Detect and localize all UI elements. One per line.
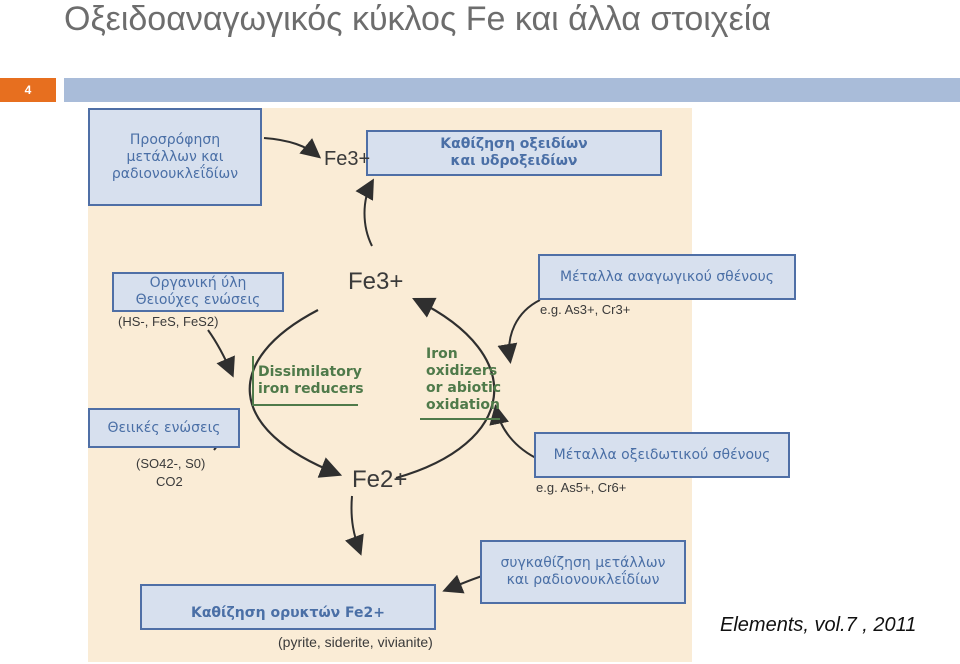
oxidizers-underline	[420, 418, 500, 420]
oxidized-metals-text: Μέταλλα οξειδωτικού σθένους	[553, 446, 771, 463]
coprecipitation-arrow	[442, 574, 483, 594]
fe2-minerals-text: Καθίζηση ορυκτών Fe2+	[190, 605, 386, 621]
fe3-to-oxide-arrow	[355, 178, 374, 247]
adsorption-text: Προσρόφηση μετάλλων και ραδιονουκλεΐδίων	[111, 131, 239, 182]
reduction-arrow	[248, 309, 343, 478]
reduced-metals-text: Μέταλλα αναγωγικού σθένους	[560, 268, 774, 285]
coprecipitation-text: συγκαθίζηση μετάλλων και ραδιονουκλεΐδίω…	[500, 555, 666, 588]
co2-label: CO2	[156, 474, 183, 489]
oxide-deposition-text: Καθίζηση οξειδίων και υδροξειδίων	[440, 136, 588, 169]
reduced-sulfur-label: (HS-, FeS, FeS2)	[118, 314, 219, 329]
coprecipitation-box: συγκαθίζηση μετάλλων και ραδιονουκλεΐδίω…	[480, 540, 686, 604]
oxidizers-line4: oxidation	[426, 397, 500, 413]
eg-reduced-label: e.g. As3+, Cr3+	[540, 302, 631, 317]
oxidizers-line2: oxidizers	[426, 363, 498, 379]
organic-arrow	[207, 329, 235, 378]
page-title: Οξειδοαναγωγικός κύκλος Fe και άλλα στοι…	[64, 0, 771, 38]
adsorption-box: Προσρόφηση μετάλλων και ραδιονουκλεΐδίων	[88, 108, 262, 206]
fe3-top-label: Fe3+	[324, 148, 371, 170]
eg-oxidized-label: e.g. As5+, Cr6+	[536, 480, 627, 495]
reduced-metals-arrow	[497, 299, 541, 364]
dissimilatory-sideline	[252, 356, 254, 404]
sulfur-compounds-box: Θειικές ενώσεις	[88, 408, 240, 448]
oxidized-metals-box: Μέταλλα οξειδωτικού σθένους	[534, 432, 790, 478]
oxidizers-label: Iron oxidizers or abiotic oxidation	[426, 346, 501, 414]
organic-line2: Θειούχες ενώσεις	[135, 292, 261, 308]
reduced-metals-box: Μέταλλα αναγωγικού σθένους	[538, 254, 796, 300]
oxidizers-line3: or abiotic	[426, 380, 502, 396]
fe2-center-label: Fe2+	[352, 466, 408, 493]
minerals-label: (pyrite, siderite, vivianite)	[278, 634, 433, 650]
adsorption-arrow	[263, 137, 322, 159]
fe2-to-minerals-arrow	[345, 495, 364, 556]
dissimilatory-line2: iron reducers	[258, 381, 364, 397]
sulfur-text: Θειικές ενώσεις	[107, 419, 221, 436]
oxidized-metals-arrow	[489, 404, 541, 461]
oxidation-arrow	[395, 297, 496, 480]
oxidizers-line1: Iron	[426, 346, 458, 362]
header-bar	[64, 78, 960, 102]
organic-matter-box: Οργανική ύλη Θειούχες ενώσεις	[112, 272, 284, 312]
fe3-center-label: Fe3+	[348, 268, 404, 295]
citation: Elements, vol.7 , 2011	[720, 614, 917, 636]
slide-number: 4	[0, 78, 56, 102]
dissimilatory-underline	[252, 404, 358, 406]
fe2-minerals-box: Καθίζηση ορυκτών Fe2+	[140, 584, 436, 630]
dissimilatory-line1: Dissimilatory	[258, 364, 362, 380]
dissimilatory-label: Dissimilatory iron reducers	[258, 364, 364, 398]
organic-line1: Οργανική ύλη	[149, 275, 247, 291]
oxide-deposition-box: Καθίζηση οξειδίων και υδροξειδίων	[366, 130, 662, 176]
sulfate-label: (SO42-, S0)	[136, 456, 206, 471]
